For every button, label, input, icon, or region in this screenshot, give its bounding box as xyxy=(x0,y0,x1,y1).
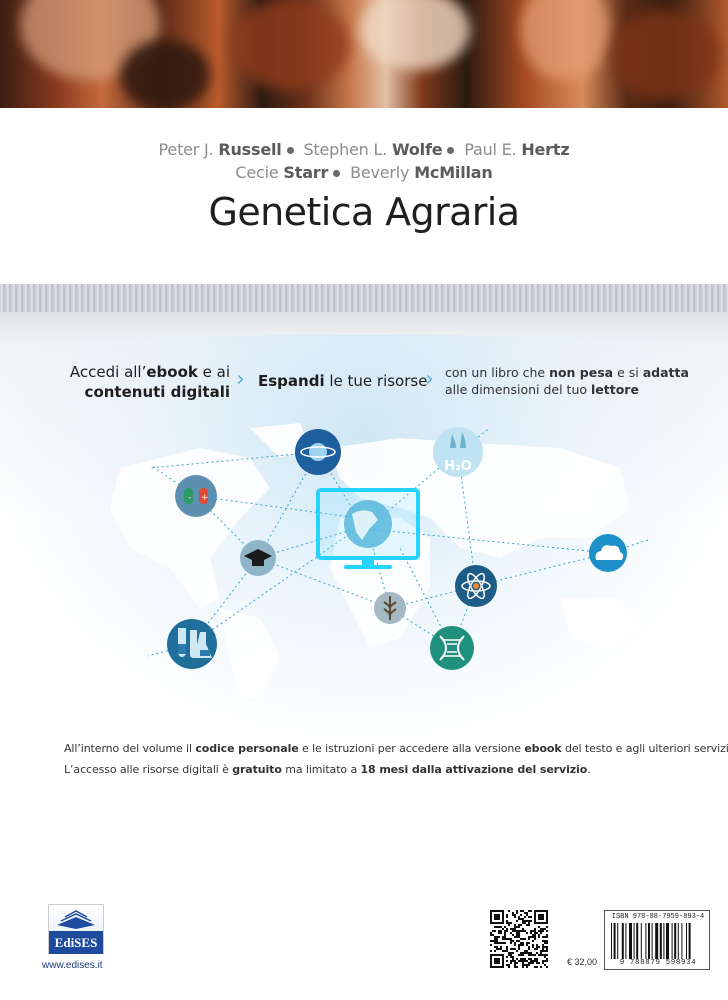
bullet-dot xyxy=(333,170,341,177)
tagline-text: Accedi all’ xyxy=(69,363,147,381)
author-last: McMillan xyxy=(414,163,493,182)
author-last: Starr xyxy=(283,163,329,182)
barcode-number: 9 788879 598934 xyxy=(619,959,697,967)
authors-line-2: Cecie Starr Beverly McMillan xyxy=(0,163,728,182)
price-label: € 32,00 xyxy=(567,957,598,967)
qr-code[interactable] xyxy=(490,910,548,968)
info-text: del testo e agli ulteriori servizi. xyxy=(561,742,728,755)
cover-photo xyxy=(0,0,728,108)
tagline-access: Accedi all’ebook e ai contenuti digitali xyxy=(66,362,230,402)
h2o-label: H₂O xyxy=(444,459,472,474)
planet-icon xyxy=(295,429,341,475)
author-first: Stephen L. xyxy=(303,140,388,159)
tagline-text: con un libro che xyxy=(445,365,550,380)
publisher-name: EdiSES xyxy=(49,931,103,954)
publisher-url[interactable]: www.edises.it xyxy=(42,960,103,971)
dna-icon xyxy=(430,626,474,670)
tagline-text: alle dimensioni del tuo xyxy=(445,382,591,397)
authors-line-1: Peter J. Russell Stephen L. Wolfe Paul E… xyxy=(0,140,728,159)
test-tubes-icon: - + xyxy=(175,475,217,517)
wheat-icon xyxy=(374,592,406,624)
info-text: L’accesso alle risorse digitali è xyxy=(64,763,233,776)
info-text: ma limitato a xyxy=(281,763,361,776)
author-last: Wolfe xyxy=(391,140,443,159)
world-network-map: H₂O - + xyxy=(110,423,649,698)
graduation-cap-icon xyxy=(240,540,276,576)
info-bold: gratuito xyxy=(232,763,282,776)
monitor-globe-icon xyxy=(316,488,420,569)
info-line-1: All’interno del volume il codice persona… xyxy=(64,742,728,755)
author-first: Paul E. xyxy=(464,140,517,159)
info-line-2: L’accesso alle risorse digitali è gratui… xyxy=(64,763,591,776)
tagline-text: le tue risorse xyxy=(324,372,428,390)
chevron-right-icon: › xyxy=(425,367,434,392)
tagline-bold: Espandi xyxy=(258,372,325,390)
water-h2o-icon: H₂O xyxy=(433,427,483,477)
author-first: Peter J. xyxy=(158,140,214,159)
info-bold: codice personale xyxy=(195,742,299,755)
atom-icon xyxy=(455,565,497,607)
author-last: Hertz xyxy=(521,140,570,159)
beakers-icon xyxy=(167,619,217,669)
publisher-logo: EdiSES xyxy=(48,904,104,954)
tagline-bold: contenuti digitali xyxy=(84,383,230,401)
header-card xyxy=(0,108,728,284)
info-text: All’interno del volume il xyxy=(64,742,196,755)
tagline-bold: ebook xyxy=(146,363,198,381)
continents xyxy=(110,423,640,698)
tagline-text: e si xyxy=(613,365,643,380)
bullet-dot xyxy=(286,147,294,154)
author-first: Beverly xyxy=(350,163,410,182)
barcode-bars xyxy=(611,923,691,959)
tagline-bold: lettore xyxy=(590,382,639,397)
svg-text:-: - xyxy=(188,493,191,503)
barcode: ISBN 978-88-7959-893-4 9 788879 598934 xyxy=(604,910,710,970)
book-title: Genetica Agraria xyxy=(208,190,521,234)
tagline-expand: Espandi le tue risorse xyxy=(258,372,427,390)
author-first: Cecie xyxy=(235,163,279,182)
info-bold: 18 mesi dalla attivazione del servizio xyxy=(360,763,588,776)
tagline-bold: non pesa xyxy=(549,365,614,380)
isbn-label: ISBN 978-88-7959-893-4 xyxy=(611,913,705,921)
tagline-text: e ai xyxy=(197,363,230,381)
info-text: e le istruzioni per accedere alla versio… xyxy=(298,742,525,755)
info-bold: ebook xyxy=(524,742,562,755)
author-last: Russell xyxy=(218,140,282,159)
bullet-dot xyxy=(447,147,455,154)
cloud-icon xyxy=(589,534,627,572)
book-stack-icon xyxy=(49,905,103,931)
info-text: . xyxy=(587,763,591,776)
tagline-bold: adatta xyxy=(642,365,689,380)
metallic-stripe xyxy=(0,284,728,314)
tagline-book: con un libro che non pesa e si adatta al… xyxy=(445,364,689,398)
svg-text:+: + xyxy=(201,493,209,503)
chevron-right-icon: › xyxy=(236,367,245,392)
